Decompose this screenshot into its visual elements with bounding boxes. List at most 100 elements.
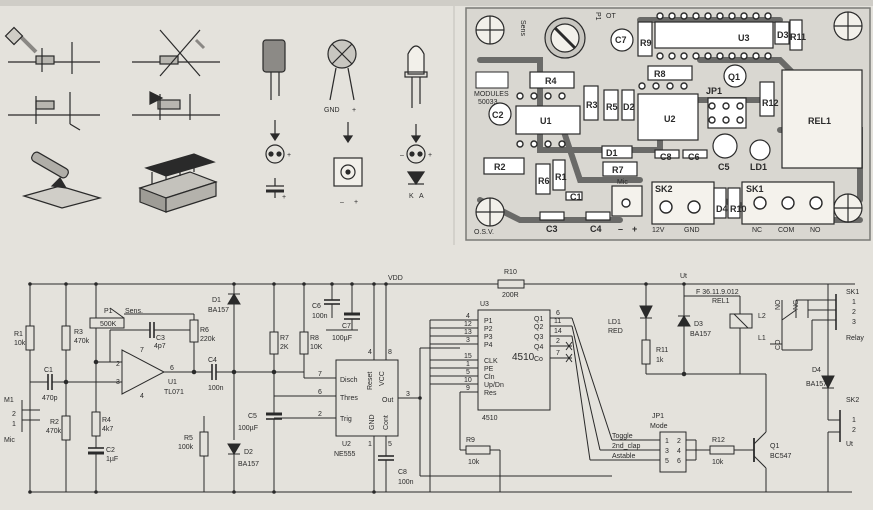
C1-value: 470p (42, 395, 58, 402)
pcb-label-osv: O.S.V. (474, 229, 494, 236)
U2-n5: 5 (388, 441, 392, 448)
U3-pin-P3: P3 (484, 334, 493, 341)
R12-ref: R12 (712, 437, 725, 444)
U2-555-timer (335, 359, 399, 437)
pcb-label-mic: Mic (617, 179, 628, 186)
vdd-label: VDD (388, 275, 403, 282)
M1-ref: M1 (4, 397, 14, 404)
C6-value: 100n (312, 313, 328, 320)
pot-gnd-label: GND (324, 107, 340, 114)
R1-resistor (25, 325, 35, 351)
kit-logo: MODULES 50033 (474, 71, 509, 106)
JP1-num-6: 6 (677, 458, 681, 465)
REL1-l2: L2 (758, 313, 766, 320)
pcb-label-D4: D4 (716, 204, 728, 214)
led-icon (404, 45, 428, 108)
U2-vcc: VCC (379, 371, 386, 386)
M1-pin2: 2 (12, 411, 16, 418)
R12-value: 10k (712, 459, 724, 466)
schematic (21, 279, 855, 494)
U3-pin-CLK: CLK (484, 358, 498, 365)
pcb-code-label: 50033 (478, 99, 498, 106)
U2-value: NE555 (334, 451, 356, 458)
C1-ref: C1 (44, 367, 53, 374)
pcb-label-C2: C2 (492, 110, 504, 120)
U3-num-9: 9 (466, 385, 470, 392)
R8-resistor (299, 331, 309, 355)
resistor-laid-icon (21, 151, 103, 209)
SK2-pin1: 1 (852, 417, 856, 424)
SK2-ref: SK2 (846, 397, 859, 404)
pcb-label-C6: C6 (688, 152, 700, 162)
JP1-mode-toggle: Toggle (612, 433, 633, 440)
cap-arrow-icon (269, 120, 281, 142)
led-k: K (409, 193, 414, 200)
U2-n1: 1 (368, 441, 372, 448)
SK2-pin2: 2 (852, 427, 856, 434)
C3-value: 4p7 (154, 343, 166, 350)
R9-value: 10k (468, 459, 480, 466)
pcb-label-D1: D1 (606, 148, 618, 158)
JP1-num-5: 5 (665, 458, 669, 465)
R2-value: 470k (46, 428, 62, 435)
M1-name: Mic (4, 437, 15, 444)
U3-pin-Co: Co (534, 356, 543, 363)
pcb-label-sens: Sens (519, 20, 526, 36)
pcb-label-R4: R4 (545, 76, 557, 86)
ut-label: Ut (680, 273, 687, 280)
U3-num-14: 14 (554, 328, 562, 335)
U3-ref: U3 (480, 301, 489, 308)
C6-ref: C6 (312, 303, 321, 310)
R8-ref: R8 (310, 335, 319, 342)
U2-n8: 8 (388, 349, 392, 356)
pcb-label-SK2: SK2 (655, 184, 673, 194)
R2-resistor (61, 415, 71, 441)
D2-ref: D2 (244, 449, 253, 456)
pcb-label-C1: C1 (570, 192, 582, 202)
pcb-label-com: COM (778, 227, 795, 234)
U2-n6: 6 (318, 389, 322, 396)
U3-pin-UpDn: Up/Dn (484, 382, 504, 389)
pcb-label-R9: R9 (640, 38, 652, 48)
D2-value: BA157 (238, 461, 259, 468)
R11-ref: R11 (656, 347, 668, 354)
pcb-label-R1: R1 (555, 172, 567, 182)
pcb-label-C7: C7 (615, 35, 627, 45)
pcb-label-U2: U2 (664, 114, 676, 124)
REL1-ref: REL1 (712, 298, 730, 305)
R7-ref: R7 (280, 335, 289, 342)
U2-n4: 4 (368, 349, 372, 356)
pcb-label-C8: C8 (660, 152, 672, 162)
pcb-label-gnd: GND (684, 227, 700, 234)
U1-value: TL071 (164, 389, 184, 396)
D4-value: BA157 (806, 381, 827, 388)
REL1-stamp: F 36.11.9.012 (696, 289, 739, 296)
pcb-label-R3: R3 (586, 100, 598, 110)
pcb-label-minus: – (618, 224, 623, 234)
led-polarity-icon: – + K A (400, 144, 432, 200)
pcb-label-no: NO (810, 227, 821, 234)
R3-ref: R3 (74, 329, 83, 336)
ic-socket-icon (138, 153, 218, 213)
pcb-label-D2: D2 (623, 102, 635, 112)
REL1-nc: NC (793, 300, 800, 310)
R5-ref: R5 (184, 435, 193, 442)
JP1-name: Mode (650, 423, 668, 430)
R5-resistor (199, 431, 209, 457)
pcb-label-R12: R12 (762, 98, 779, 108)
C7-value: 100µF (332, 335, 352, 342)
pcb-label-R2: R2 (494, 162, 506, 172)
D2-diode (227, 443, 241, 455)
R10-ref: R10 (504, 269, 517, 276)
pcb-label-D3: D3 (777, 30, 789, 40)
R1-value: 10k (14, 340, 26, 347)
U3-num-7: 7 (556, 350, 560, 357)
pcb-layout: MODULES 50033 R4 R8 U3 C7 R9 D3 R11 Q1 R… (465, 7, 871, 241)
Q1-ref: Q1 (770, 443, 779, 450)
pcb-label-C3: C3 (546, 224, 558, 234)
pcb-label-12v: 12V (652, 227, 665, 234)
pcb-label-R5: R5 (606, 102, 618, 112)
U2-ref: U2 (342, 441, 351, 448)
SK1-pin1: 1 (852, 299, 856, 306)
